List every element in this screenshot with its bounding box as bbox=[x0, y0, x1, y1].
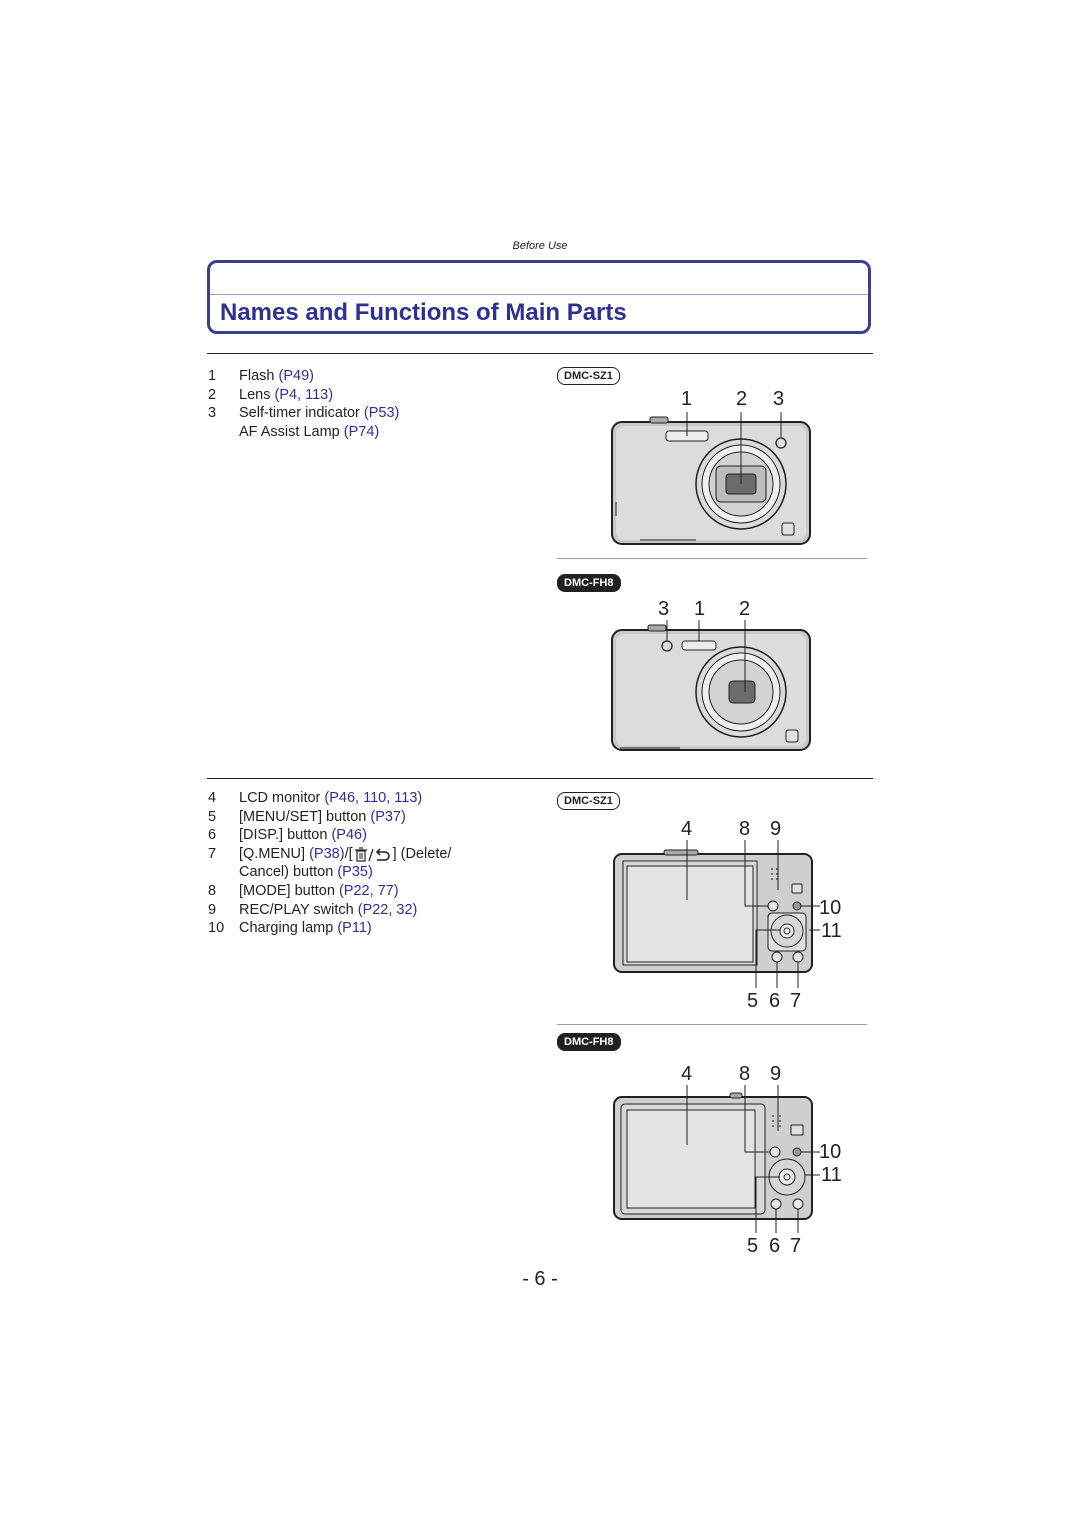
model-badge-sz1: DMC-SZ1 bbox=[557, 367, 620, 385]
callout-label: 3 bbox=[773, 388, 785, 410]
callout-label: 10 bbox=[819, 1141, 842, 1163]
callout-label: 10 bbox=[819, 897, 842, 919]
list-item: 6[DISP.] button (P46) bbox=[208, 827, 367, 844]
callout-label: 2 bbox=[739, 598, 751, 620]
section-rule-rear bbox=[207, 778, 873, 779]
page-ref-link[interactable]: (P53) bbox=[363, 405, 400, 422]
callout-label: 11 bbox=[821, 920, 842, 942]
list-item: 8[MODE] button (P22, 77) bbox=[208, 882, 399, 899]
title-box bbox=[207, 260, 871, 334]
camera-front-fh8 bbox=[611, 624, 811, 751]
page-ref-link[interactable]: (P22, 32) bbox=[357, 901, 418, 918]
callout-label: 9 bbox=[770, 818, 782, 840]
callout-label: 3 bbox=[658, 598, 670, 620]
callout-label: 4 bbox=[681, 1063, 693, 1085]
list-item: 5[MENU/SET] button (P37) bbox=[208, 808, 406, 825]
page-title: Names and Functions of Main Parts bbox=[220, 299, 627, 326]
callout-label: 6 bbox=[769, 1235, 781, 1257]
callout-label: 11 bbox=[821, 1164, 842, 1186]
page-ref-link[interactable]: (P49) bbox=[278, 368, 314, 384]
camera-rear-sz1 bbox=[613, 840, 820, 988]
callout-label: 7 bbox=[790, 990, 802, 1012]
model-divider-rear bbox=[557, 1024, 867, 1025]
callout-label: 7 bbox=[790, 1235, 802, 1257]
model-divider-front bbox=[557, 558, 867, 559]
callout-label: 5 bbox=[747, 990, 759, 1012]
page-ref-link[interactable]: (P38) bbox=[309, 845, 345, 862]
callout-label: 9 bbox=[770, 1063, 782, 1085]
page-ref-link[interactable]: (P22, 77) bbox=[338, 882, 399, 899]
model-badge-fh8: DMC-FH8 bbox=[557, 1033, 621, 1051]
page-ref-link[interactable]: (P4, 113) bbox=[274, 386, 334, 403]
page-ref-link[interactable]: (P35) bbox=[337, 864, 373, 881]
page-number: - 6 - bbox=[522, 1268, 558, 1290]
page-ref-link[interactable]: (P37) bbox=[370, 808, 406, 825]
callout-label: 8 bbox=[739, 1063, 751, 1085]
title-divider bbox=[210, 294, 868, 295]
camera-rear-fh8 bbox=[613, 1085, 820, 1233]
callout-label: 1 bbox=[694, 598, 706, 620]
callout-label: 2 bbox=[736, 388, 748, 410]
list-item: Cancel) button (P35) bbox=[239, 864, 373, 881]
page-ref-link[interactable]: (P11) bbox=[337, 920, 372, 937]
page-ref-link[interactable]: (P74) bbox=[343, 423, 380, 440]
camera-front-sz1 bbox=[611, 416, 811, 545]
callout-label: 1 bbox=[681, 388, 693, 410]
list-item: AF Assist Lamp (P74) bbox=[239, 423, 380, 440]
callout-leaders bbox=[686, 412, 782, 484]
callout-label: 4 bbox=[681, 818, 693, 840]
section-label: Before Use bbox=[512, 240, 568, 252]
model-badge-fh8: DMC-FH8 bbox=[557, 574, 621, 592]
trash-return-icon bbox=[354, 847, 390, 862]
section-rule-front bbox=[207, 353, 873, 354]
callout-label: 6 bbox=[769, 990, 781, 1012]
page-ref-link[interactable]: (P46, 110, 113) bbox=[324, 790, 423, 806]
callout-leaders bbox=[666, 620, 746, 692]
list-item: 7[Q.MENU] (P38)/[] (Delete/ bbox=[208, 845, 452, 862]
callout-label: 5 bbox=[747, 1235, 759, 1257]
callout-label: 8 bbox=[739, 818, 751, 840]
model-badge-sz1: DMC-SZ1 bbox=[557, 792, 620, 810]
page-ref-link[interactable]: (P46) bbox=[331, 827, 367, 844]
